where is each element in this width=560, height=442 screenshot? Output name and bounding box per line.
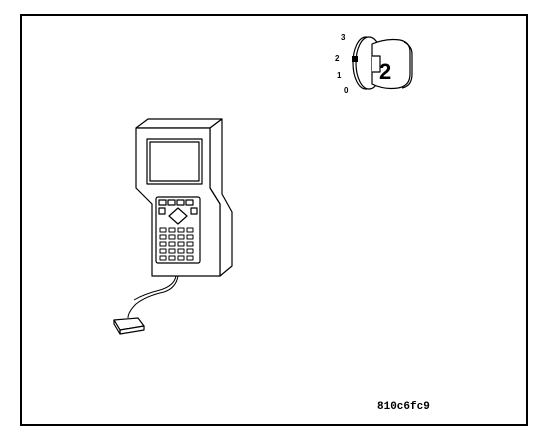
reference-code: 810c6fc9 xyxy=(377,401,430,413)
handheld-diagnostic-tester-icon xyxy=(135,118,233,277)
diagram-frame xyxy=(20,14,528,426)
switch-position-1: 1 xyxy=(337,71,342,80)
switch-position-0: 0 xyxy=(344,86,349,95)
switch-position-3: 3 xyxy=(341,33,346,42)
key-position-number: 2 xyxy=(379,59,391,84)
switch-position-2: 2 xyxy=(335,54,340,63)
diagnostic-connector-plug-icon xyxy=(113,275,179,335)
ignition-key-switch-icon: 3 2 1 0 2 xyxy=(335,33,413,95)
